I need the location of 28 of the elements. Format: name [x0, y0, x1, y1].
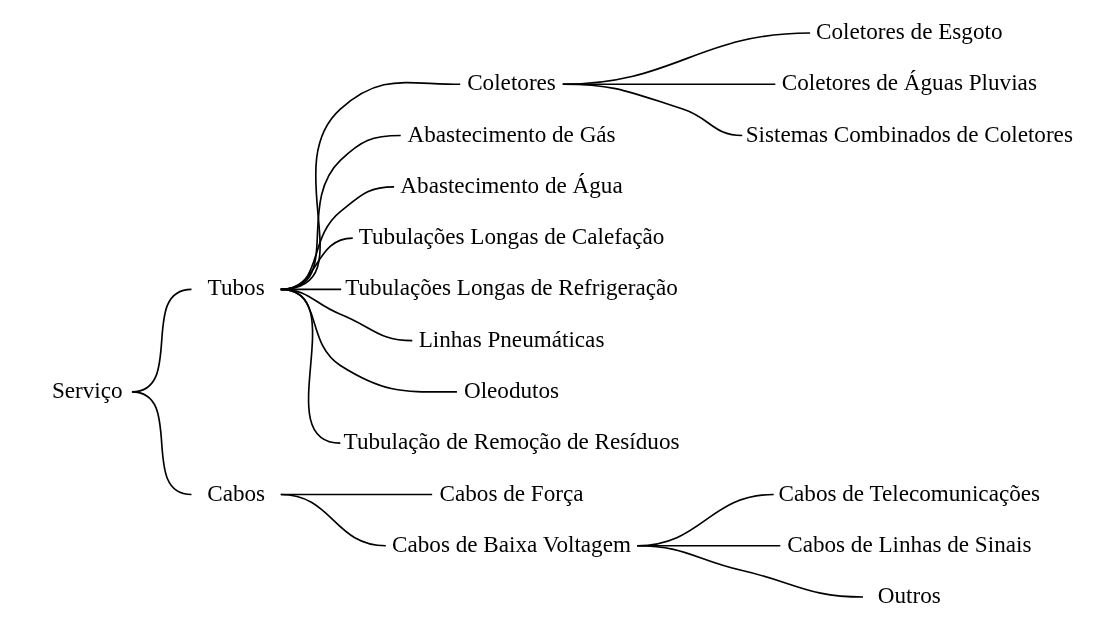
node-text: Tubulação de Remoção de Resíduos: [343, 428, 679, 455]
connector: [279, 493, 387, 547]
node-text: Abastecimento de Água: [399, 171, 623, 198]
node-text: Sistemas Combinados de Coletores: [745, 120, 1073, 147]
node-text: Abastecimento de Gás: [406, 120, 616, 147]
connector: [279, 186, 395, 291]
connector: [279, 288, 341, 444]
node-text: Coletores de Águas Pluvias: [781, 69, 1037, 96]
node-text: Tubos: [207, 274, 265, 301]
node-text: Cabos de Força: [439, 479, 584, 506]
connector: [279, 81, 461, 291]
node-text: Coletores de Esgoto: [815, 18, 1003, 45]
node-text: Outros: [877, 582, 941, 609]
connector: [561, 83, 743, 137]
node-text: Coletores: [466, 69, 556, 96]
node-text: Cabos de Baixa Voltagem: [391, 530, 631, 557]
node-text: Linhas Pneumáticas: [418, 325, 604, 352]
node-text: Tubulações Longas de Calefação: [358, 223, 664, 250]
node-text: Tubulações Longas de Refrigeração: [344, 274, 678, 301]
node-text: Oleodutos: [463, 377, 559, 404]
connector: [635, 544, 864, 598]
node-text: Cabos de Linhas de Sinais: [786, 530, 1031, 557]
node-text: Serviço: [51, 377, 123, 404]
connector: [130, 391, 192, 496]
node-text: Cabos: [206, 479, 265, 506]
connector: [279, 134, 402, 291]
node-text: Cabos de Telecomunicações: [778, 479, 1040, 506]
connector: [279, 237, 354, 291]
